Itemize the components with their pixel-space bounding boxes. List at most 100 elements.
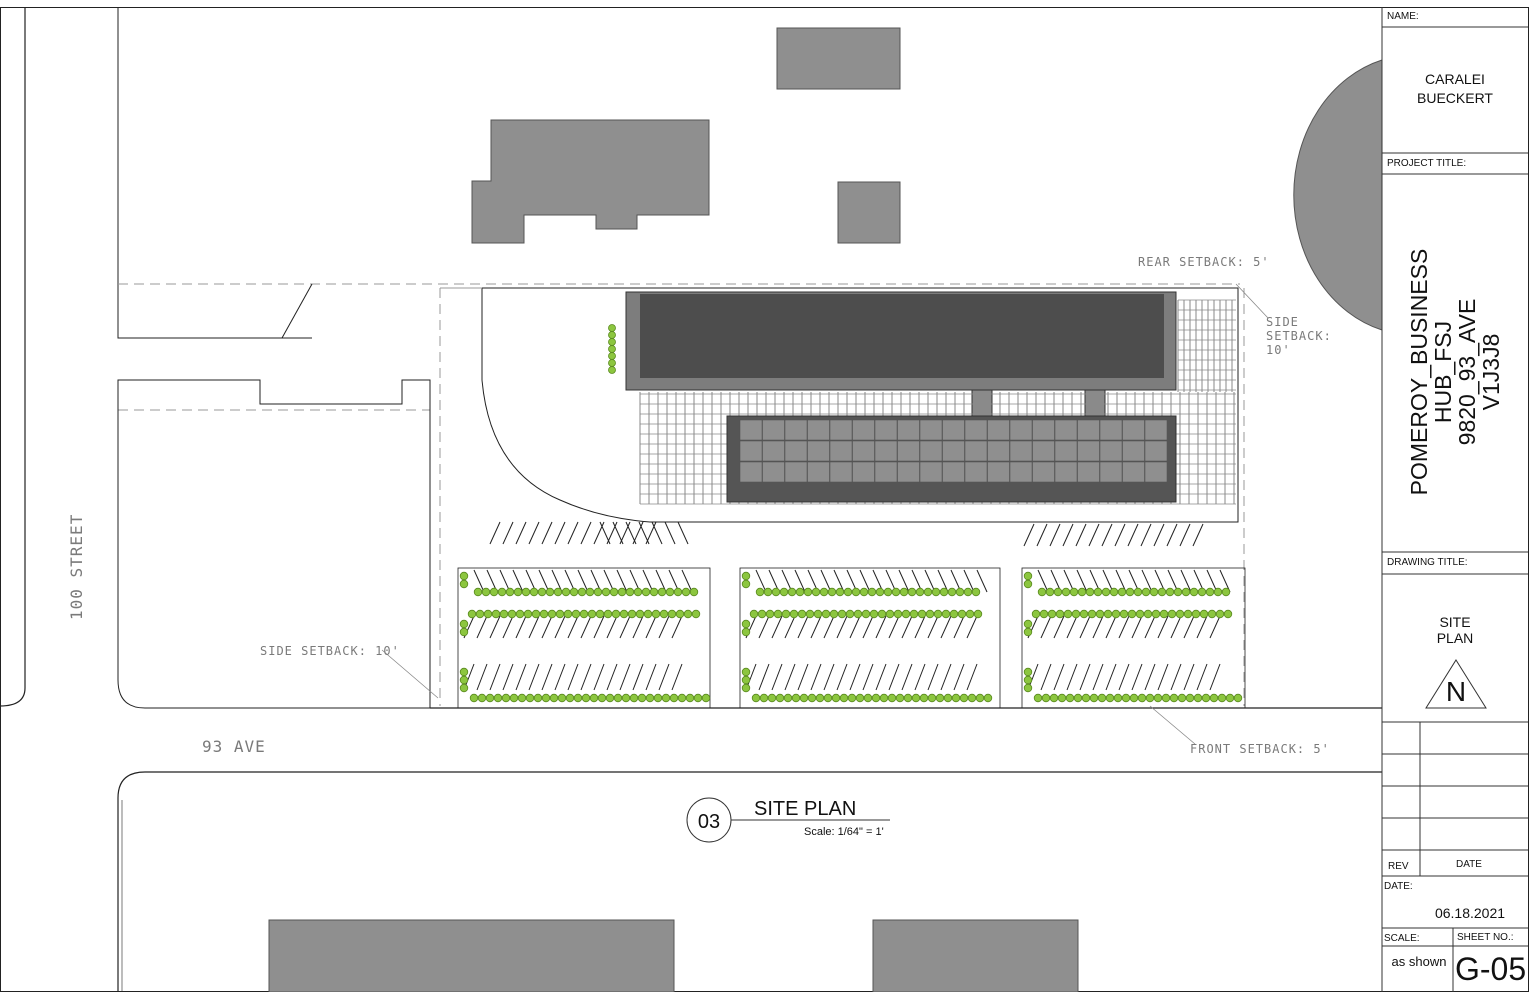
solar-panel (919, 440, 943, 462)
shrub (529, 587, 539, 597)
parking-stripe (1075, 523, 1087, 547)
shrub (701, 693, 711, 703)
shrub (907, 587, 917, 597)
parking-stripe (1153, 523, 1165, 547)
shrub (1041, 693, 1051, 703)
solar-panel (1009, 440, 1033, 462)
solar-panel (1032, 419, 1055, 441)
shrub (1095, 609, 1105, 619)
shrub (523, 609, 533, 619)
parking-stripe (898, 569, 910, 593)
shrub (1233, 693, 1243, 703)
solar-panel (919, 461, 943, 483)
shrub (963, 587, 973, 597)
parking-stripe (820, 569, 832, 593)
solar-panel (1054, 419, 1078, 441)
shrub (911, 693, 921, 703)
shrub (875, 587, 885, 597)
shrub (1199, 609, 1209, 619)
shrub (689, 587, 699, 597)
shrub (771, 587, 781, 597)
shrub (797, 609, 807, 619)
parking-stripe (1219, 569, 1231, 593)
landscape-shrubs (459, 324, 1243, 703)
shrub (619, 609, 629, 619)
parking-stripe (1144, 615, 1156, 639)
shrub (1061, 587, 1071, 597)
parking-stripe (599, 521, 611, 545)
shrub (869, 609, 879, 619)
shrub (587, 609, 597, 619)
solar-panel (919, 419, 943, 441)
parking-stripe (1062, 523, 1074, 547)
shrub (693, 693, 703, 703)
side-setback-right-label: SIDE (1266, 315, 1299, 329)
parking-stripe (671, 663, 683, 691)
shrub (823, 693, 833, 703)
parking-stripe (528, 663, 540, 691)
shrub (1065, 693, 1075, 703)
shrub (861, 609, 871, 619)
neighbor-building (872, 919, 1079, 992)
shrub (1141, 587, 1151, 597)
parking-stripe (833, 569, 845, 593)
shrub (749, 609, 759, 619)
shrub (1117, 587, 1127, 597)
sheet-number-label: SHEET NO.: (1457, 932, 1514, 943)
shrub (645, 693, 655, 703)
shrub (971, 587, 981, 597)
parking-stripe (940, 663, 952, 691)
shrub (459, 675, 469, 685)
shrub (661, 693, 671, 703)
shrub (1071, 609, 1081, 619)
parking-stripe (1092, 615, 1104, 639)
shrub (895, 693, 905, 703)
shrub (643, 609, 653, 619)
shrub (975, 693, 985, 703)
shrub (741, 683, 751, 693)
shrub (633, 587, 643, 597)
parking-stripe (1023, 523, 1035, 547)
parking-stripe (849, 615, 861, 639)
shrub (505, 587, 515, 597)
shrub (1145, 693, 1155, 703)
street-curb-left (0, 7, 26, 707)
shrub (1047, 609, 1057, 619)
shrub (741, 579, 751, 589)
shrub (1057, 693, 1067, 703)
shrub (579, 609, 589, 619)
shrub (555, 609, 565, 619)
shrub (531, 609, 541, 619)
shrub (473, 587, 483, 597)
parking-stripe (577, 569, 589, 593)
shrub (1157, 587, 1167, 597)
shrub (459, 619, 469, 629)
shrub (973, 609, 983, 619)
solar-panel (829, 419, 853, 441)
solar-panel (762, 440, 785, 462)
shrub (459, 579, 469, 589)
shrub (799, 693, 809, 703)
shrub (507, 609, 517, 619)
parking-stripe (1102, 569, 1114, 593)
shrub (597, 693, 607, 703)
parking-stripe (888, 615, 900, 639)
parking-stripe (664, 521, 676, 545)
shrub (941, 609, 951, 619)
solar-panel (829, 440, 853, 462)
parking-stripe (567, 663, 579, 691)
solar-panel (784, 419, 808, 441)
shrub (459, 683, 469, 693)
shrub (811, 587, 821, 597)
shrub (741, 667, 751, 677)
parking-stripe (651, 521, 663, 545)
north-arrow-icon (1425, 659, 1487, 709)
solar-panel (762, 461, 785, 483)
shrub (469, 693, 479, 703)
shrub (919, 693, 929, 703)
parking-stripe (771, 615, 783, 639)
shrub (585, 587, 595, 597)
shrub (1097, 693, 1107, 703)
shrub (1023, 619, 1033, 629)
solar-panel (987, 440, 1010, 462)
